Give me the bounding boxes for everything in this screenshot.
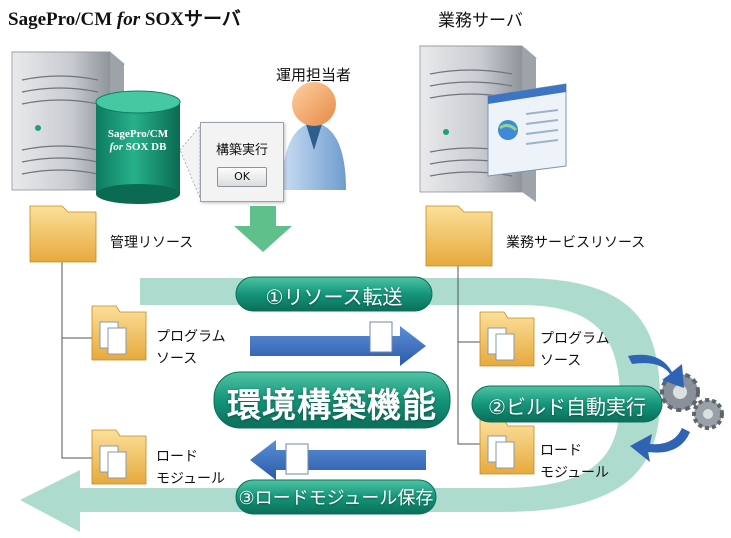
application-window-icon bbox=[487, 83, 567, 177]
left-server-icon bbox=[10, 51, 126, 200]
module-icon bbox=[285, 443, 309, 475]
dialog-title: 構築実行 bbox=[215, 143, 268, 158]
document-icon bbox=[369, 321, 393, 353]
right-tree-lines bbox=[457, 262, 484, 445]
flow-band bbox=[20, 278, 660, 532]
folder-icon-right-root bbox=[425, 205, 493, 267]
folder-icon-left-load bbox=[91, 429, 147, 485]
step3-label: ③ロードモジュール保存 bbox=[238, 488, 434, 509]
folder-icon-right-program bbox=[479, 311, 535, 367]
step1-label: ①リソース転送 bbox=[265, 285, 403, 309]
database-icon bbox=[95, 90, 181, 204]
step2-button-bg bbox=[471, 385, 663, 423]
folder-icon-left-root bbox=[29, 205, 97, 263]
ok-button[interactable]: OK bbox=[217, 167, 267, 187]
right-arrow-icon bbox=[250, 326, 426, 366]
left-server-title: SagePro/CM for SOXサーバ bbox=[8, 9, 241, 30]
left-program-label: プログラムソース bbox=[156, 329, 226, 367]
operator-label: 運用担当者 bbox=[276, 66, 352, 84]
operator-person-icon bbox=[282, 82, 346, 190]
curved-arrow-icon bbox=[628, 354, 684, 388]
right-program-label: プログラムソース bbox=[540, 331, 610, 369]
build-dialog: 構築実行 OK bbox=[200, 122, 284, 202]
step2-label: ②ビルド自動実行 bbox=[488, 395, 646, 419]
step3-button-bg bbox=[235, 479, 437, 515]
left-load-label: ロードモジュール bbox=[156, 449, 226, 487]
step1-button-bg bbox=[235, 276, 433, 312]
dialog-callout bbox=[179, 124, 201, 199]
folder-icon-left-program bbox=[91, 305, 147, 361]
right-load-label: ロードモジュール bbox=[540, 443, 610, 481]
folder-icon-right-load bbox=[479, 419, 535, 475]
left-arrow-icon bbox=[250, 440, 426, 480]
right-root-label: 業務サービスリソース bbox=[506, 235, 646, 251]
down-arrow-icon bbox=[234, 206, 292, 252]
database-label: SagePro/CM for SOX DB bbox=[107, 128, 169, 153]
left-root-label: 管理リソース bbox=[110, 235, 194, 251]
center-function-label: 環境構築機能 bbox=[227, 386, 437, 426]
center-function-bg bbox=[213, 371, 451, 429]
curved-arrow-icon bbox=[630, 428, 690, 462]
right-server-title: 業務サーバ bbox=[438, 11, 523, 31]
left-tree-lines bbox=[61, 256, 96, 459]
